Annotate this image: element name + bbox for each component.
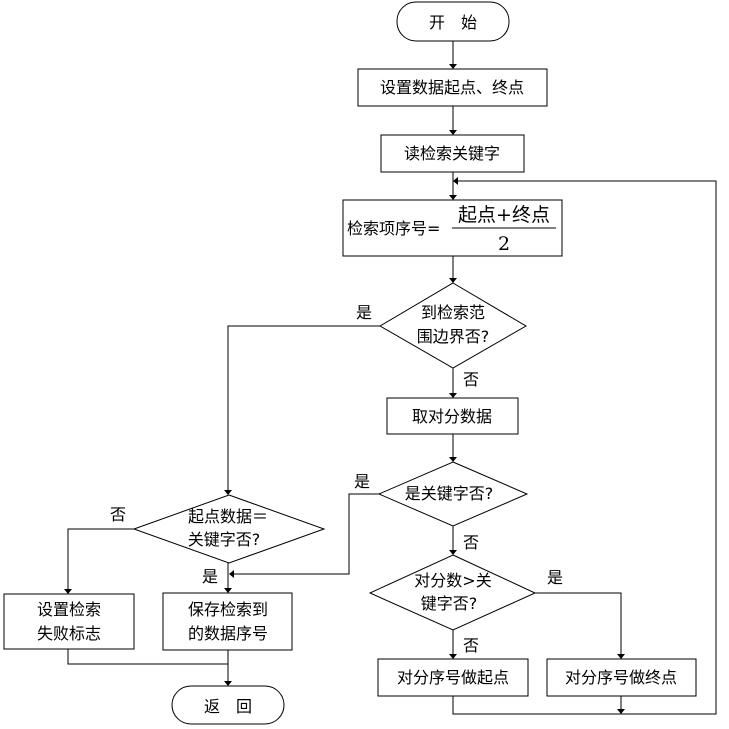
arrow-head [229,570,234,578]
compute-index-node: 检索项序号= 起点+终点 2 [342,199,563,257]
label-is-key-yes: 是 [354,472,370,491]
arrow-head [617,709,625,714]
save-found-line1: 保存检索到 [188,600,268,619]
edge-boundary-yes [227,325,380,490]
edge-is-key-yes [234,493,379,575]
compute-prefix: 检索项序号= [347,219,440,238]
edge-half-gt-key-yes [535,592,622,654]
label-boundary-yes: 是 [356,303,372,322]
arrow-head [449,130,457,135]
read-key-label: 读检索关键字 [404,144,500,163]
label-half-gt-key-yes: 是 [547,568,563,587]
half-gt-key-line1: 对分数>关 [414,571,491,590]
is-key-node: 是关键字否? [377,461,529,527]
return-label: 返 回 [204,697,252,716]
label-half-gt-key-no: 否 [463,636,479,655]
start-eq-key-line1: 起点数据＝ [188,507,268,526]
label-start-eq-key-no: 否 [110,505,126,524]
arrow-head [449,64,457,69]
arrow-head [449,457,457,462]
arrow-head [224,588,232,593]
half-as-start-node: 对分序号做起点 [377,658,529,697]
edge-loop-back [452,180,717,715]
start-eq-key-node: 起点数据＝ 关键字否? [132,494,326,564]
set-range-label: 设置数据起点、终点 [380,78,524,97]
set-fail-line1: 设置检索 [37,600,101,619]
label-start-eq-key-yes: 是 [202,567,218,586]
arrow-head [64,589,72,594]
half-as-end-node: 对分序号做终点 [546,658,697,697]
read-key-node: 读检索关键字 [380,134,525,173]
start-eq-key-line2: 关键字否? [188,530,261,549]
save-found-index-node: 保存检索到 的数据序号 [162,592,293,651]
half-as-end-label: 对分序号做终点 [565,668,677,687]
set-fail-flag-node: 设置检索 失败标志 [3,593,135,650]
arrow-head [449,654,457,659]
label-boundary-no: 否 [463,370,479,389]
arrow-head [453,177,458,185]
take-half-node: 取对分数据 [386,397,519,435]
boundary-check-node: 到检索范 围边界否? [379,282,527,369]
arrow-head [224,490,232,495]
edge-set-fail-to-merge [67,649,228,665]
set-range-node: 设置数据起点、终点 [357,68,548,107]
start-node: 开 始 [396,1,510,42]
arrow-head [224,681,232,686]
half-gt-key-line2: 键字否? [421,594,478,613]
is-key-label: 是关键字否? [405,484,494,503]
half-as-start-label: 对分序号做起点 [397,668,509,687]
take-half-label: 取对分数据 [412,407,492,426]
arrow-head [449,278,457,283]
boundary-check-line1: 到检索范 [421,303,485,322]
set-fail-line2: 失败标志 [37,624,101,643]
half-gt-key-node: 对分数>关 键字否? [368,554,537,631]
edge-labels: 是 否 是 否 否 是 是 否 [110,303,563,655]
compute-numerator: 起点+终点 [458,204,550,226]
edge-start-eq-key-no [67,528,134,589]
label-is-key-no: 否 [463,533,479,552]
arrow-head [449,550,457,555]
boundary-check-line2: 围边界否? [417,327,490,346]
start-label: 开 始 [429,13,477,32]
arrow-head [617,654,625,659]
arrow-head [449,195,457,200]
return-node: 返 回 [171,685,285,725]
compute-denominator: 2 [498,233,510,255]
edges [64,41,717,715]
save-found-line2: 的数据序号 [188,624,268,643]
arrow-head [449,393,457,398]
